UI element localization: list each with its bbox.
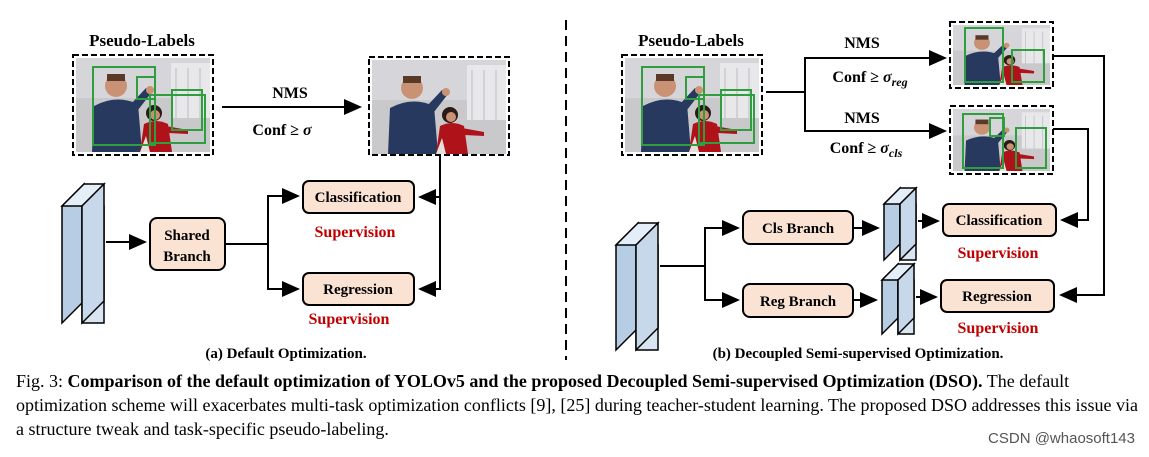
filtered-image-cls bbox=[949, 105, 1054, 175]
conf-top-label: Conf ≥ σreg bbox=[832, 69, 907, 89]
conf-bottom-label: Conf ≥ σcls bbox=[830, 140, 903, 160]
nms-arrow-top-right bbox=[804, 50, 947, 92]
regression-label-left: Regression bbox=[323, 282, 393, 298]
shared-branch-box: Shared Branch bbox=[149, 217, 226, 271]
pseudo-arrow-reg-right bbox=[1053, 55, 1105, 303]
supervision-reg-left: Supervision bbox=[309, 311, 390, 328]
filtered-image-reg bbox=[949, 21, 1054, 89]
pseudo-labels-title-left: Pseudo-Labels bbox=[89, 31, 195, 50]
watermark: CSDN @whaosoft143 bbox=[988, 430, 1135, 447]
subtitle-right: (b) Decoupled Semi-supervised Optimizati… bbox=[713, 346, 1004, 362]
classification-label-right: Classification bbox=[956, 213, 1043, 229]
caption-fig-label: Fig. 3: bbox=[16, 371, 68, 391]
feature-map-right bbox=[614, 221, 660, 352]
pseudo-labels-image-right bbox=[621, 54, 763, 156]
feature-map-left bbox=[60, 182, 106, 325]
supervision-cls-right: Supervision bbox=[958, 245, 1039, 262]
regression-box-right: Regression bbox=[940, 279, 1055, 313]
reg-branch-box: Reg Branch bbox=[742, 283, 854, 318]
classification-box-left: Classification bbox=[302, 180, 415, 214]
caption-body: The default optimization scheme will exa… bbox=[16, 371, 1139, 439]
pseudo-arrow-reg-left bbox=[418, 155, 441, 297]
cls-branch-label: Cls Branch bbox=[762, 221, 835, 237]
nms-bottom-label: NMS bbox=[844, 110, 880, 127]
conf-label-left: Conf ≥ σ bbox=[252, 122, 312, 139]
pseudo-labels-title-right: Pseudo-Labels bbox=[638, 31, 744, 50]
nms-arrow-bottom-right bbox=[804, 92, 947, 139]
subtitle-left: (a) Default Optimization. bbox=[205, 346, 366, 362]
supervision-cls-left: Supervision bbox=[315, 224, 396, 241]
cls-branch-box: Cls Branch bbox=[742, 210, 854, 245]
shared-branch-label-2: Branch bbox=[163, 249, 211, 265]
classification-label-left: Classification bbox=[315, 190, 402, 206]
arrow-to-reg-branch bbox=[704, 266, 740, 308]
shared-branch-label-1: Shared bbox=[164, 228, 210, 244]
arrow-shared-to-reg bbox=[267, 244, 300, 297]
regression-label-right: Regression bbox=[962, 289, 1032, 305]
nms-top-label: NMS bbox=[844, 35, 880, 52]
pseudo-labels-image-left bbox=[72, 54, 214, 156]
pseudo-arrow-cls-right bbox=[1053, 128, 1089, 228]
reg-branch-label: Reg Branch bbox=[760, 294, 837, 310]
filtered-image-left bbox=[368, 56, 510, 156]
nms-label-left: NMS bbox=[272, 85, 308, 102]
figure-caption: Fig. 3: Comparison of the default optimi… bbox=[16, 369, 1141, 441]
cls-feature-map bbox=[882, 186, 918, 262]
reg-feature-map bbox=[880, 262, 916, 336]
supervision-reg-right: Supervision bbox=[958, 320, 1039, 337]
diagram: Pseudo-Labels NMS Conf ≥ σ Shared Branch… bbox=[60, 20, 1105, 362]
regression-box-left: Regression bbox=[302, 272, 415, 306]
arrow-to-cls-branch bbox=[704, 220, 740, 266]
arrow-shared-to-cls bbox=[225, 188, 300, 245]
classification-box-right: Classification bbox=[942, 203, 1057, 237]
caption-bold: Comparison of the default optimization o… bbox=[67, 371, 983, 391]
